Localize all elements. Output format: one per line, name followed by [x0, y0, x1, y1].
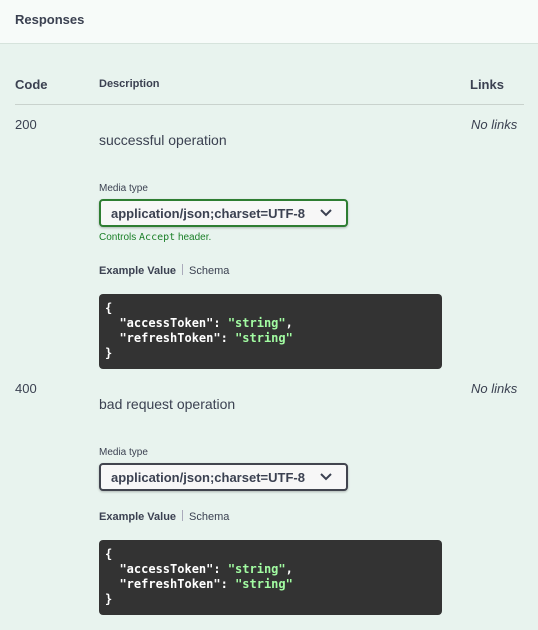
json-open-brace: {: [105, 301, 113, 315]
json-key-access-token: "accessToken": [119, 562, 214, 576]
json-value-refresh-token: "string": [235, 331, 293, 345]
tab-example-value-200[interactable]: Example Value: [99, 265, 177, 277]
column-header-description: Description: [99, 78, 160, 90]
response-description-200: successful operation: [99, 132, 227, 148]
json-key-refresh-token: "refreshToken": [119, 577, 221, 591]
controls-code: Accept: [139, 232, 176, 243]
response-description-400: bad request operation: [99, 396, 236, 412]
json-close-brace: }: [105, 592, 113, 606]
json-key-access-token: "accessToken": [119, 316, 214, 330]
chevron-down-icon: [320, 473, 332, 481]
media-type-value-200: application/json;charset=UTF-8: [111, 206, 305, 221]
media-type-value-400: application/json;charset=UTF-8: [111, 470, 305, 485]
column-header-links: Links: [470, 77, 504, 92]
media-type-label-400: Media type: [99, 447, 148, 458]
json-key-refresh-token: "refreshToken": [119, 331, 221, 345]
tab-schema-400[interactable]: Schema: [189, 511, 230, 523]
media-type-label-200: Media type: [99, 183, 148, 194]
response-links-400: No links: [471, 381, 518, 396]
controls-accept-note: Controls Accept header.: [99, 232, 211, 243]
json-value-refresh-token: "string": [235, 577, 293, 591]
media-type-select-200[interactable]: application/json;charset=UTF-8: [99, 199, 348, 227]
json-value-access-token: "string": [227, 316, 286, 330]
response-code-200: 200: [15, 117, 37, 132]
responses-header: Responses: [0, 0, 538, 44]
response-links-200: No links: [471, 117, 518, 132]
tab-example-value-400[interactable]: Example Value: [99, 511, 177, 523]
json-open-brace: {: [105, 547, 113, 561]
example-tabs-200: Example Value Schema: [99, 264, 229, 277]
controls-prefix: Controls: [99, 232, 137, 243]
response-code-400: 400: [15, 381, 37, 396]
tab-separator: [182, 510, 184, 521]
example-code-block-200: { "accessToken": "string", "refreshToken…: [99, 294, 442, 369]
chevron-down-icon: [320, 209, 332, 217]
example-code-block-400: { "accessToken": "string", "refreshToken…: [99, 540, 442, 615]
media-type-select-400[interactable]: application/json;charset=UTF-8: [99, 463, 348, 491]
example-tabs-400: Example Value Schema: [99, 510, 229, 523]
column-header-code: Code: [15, 77, 48, 92]
json-value-access-token: "string": [227, 562, 286, 576]
tab-schema-200[interactable]: Schema: [189, 265, 230, 277]
controls-suffix: header.: [177, 232, 212, 243]
json-close-brace: }: [105, 346, 113, 360]
header-divider: [15, 104, 524, 105]
tab-separator: [182, 264, 184, 275]
section-title: Responses: [15, 12, 85, 27]
